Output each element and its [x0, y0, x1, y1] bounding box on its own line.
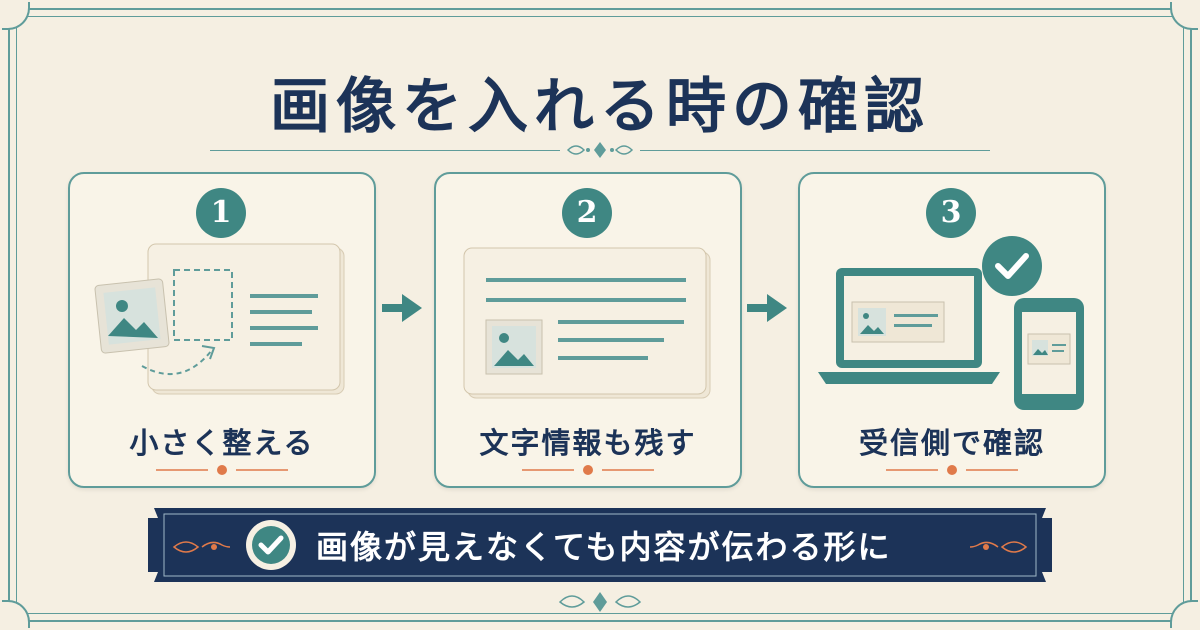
- step-label: 受信側で確認: [858, 426, 1045, 460]
- resize-image-illustration: [94, 243, 345, 395]
- step-card-3: 3 受信側で確認: [798, 172, 1106, 488]
- card-divider-ornament: [156, 465, 288, 475]
- banner-ornament-right-icon: [969, 541, 1028, 553]
- step-number-badge: 2: [562, 188, 612, 238]
- outer-frame: [8, 8, 1192, 622]
- image-icon: [94, 278, 170, 354]
- title-ornament-icon: [560, 142, 640, 158]
- smartphone-icon: [1014, 298, 1084, 410]
- image-icon: [485, 319, 543, 375]
- step-card-1: 1 小さく整える: [68, 172, 376, 488]
- bottom-ornament-icon: [558, 592, 642, 612]
- checkmark-icon: [246, 520, 296, 570]
- devices-check-illustration: [818, 236, 1084, 410]
- text-with-image-illustration: [463, 247, 711, 399]
- checkmark-icon: [982, 236, 1042, 296]
- card-divider-ornament: [522, 465, 654, 475]
- step-card-2: 2 文字情報も残す: [434, 172, 742, 488]
- inner-frame: [16, 16, 1184, 614]
- step-number-badge: 3: [926, 188, 976, 238]
- step-label: 小さく整える: [129, 426, 315, 460]
- laptop-icon: [818, 268, 1000, 384]
- banner-message: 画像が見えなくても内容が伝わる形に: [316, 528, 892, 566]
- page-title: 画像を入れる時の確認: [270, 72, 930, 142]
- card-divider-ornament: [886, 465, 1018, 475]
- step-label: 文字情報も残す: [479, 426, 697, 460]
- banner-ornament-left-icon: [172, 541, 231, 553]
- arrow-right-icon: [382, 294, 422, 322]
- arrow-right-icon: [747, 294, 787, 322]
- step-number-badge: 1: [196, 188, 246, 238]
- summary-banner: [148, 508, 1052, 582]
